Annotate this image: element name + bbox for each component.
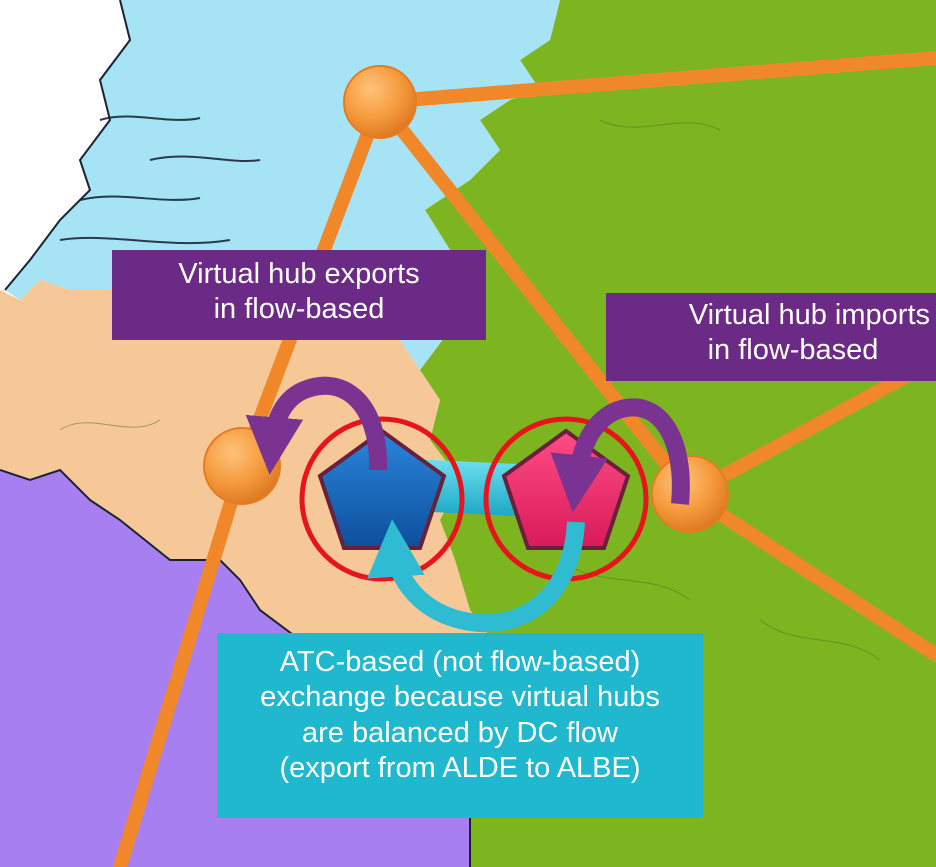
callout-atc-line-3: are balanced by DC flow (302, 716, 618, 749)
line-nl-east (373, 51, 936, 109)
export-arrow (245, 376, 388, 475)
line-be-south (113, 459, 249, 867)
line-nl-de (373, 95, 697, 501)
callout-atc-line-2: exchange because virtual hubs (260, 681, 660, 714)
hub-netherlands (343, 65, 417, 139)
callout-atc-exchange: ATC-based (not flow-based) exchange beca… (217, 633, 703, 818)
line-de-east (683, 487, 936, 662)
callout-virtual-hub-imports: Virtual hub imports in flow-based (606, 293, 936, 381)
hub-germany (651, 455, 729, 533)
atc-arrow (367, 519, 585, 633)
callout-import-line-2: in flow-based (707, 334, 879, 367)
line-de-northeast (683, 353, 936, 501)
callout-import-line-1: Virtual hub imports (688, 299, 930, 331)
coastline-detail (59, 115, 261, 245)
callout-atc-line-4: (export from ALDE to ALBE) (279, 752, 641, 785)
callout-atc-line-1: ATC-based (not flow-based) (279, 646, 641, 678)
highlight-ring-albe (299, 416, 465, 582)
callout-virtual-hub-exports: Virtual hub exports in flow-based (112, 250, 486, 340)
callout-export-line-1: Virtual hub exports (178, 258, 420, 290)
callout-export-line-2: in flow-based (213, 293, 385, 326)
import-arrow (550, 398, 690, 513)
